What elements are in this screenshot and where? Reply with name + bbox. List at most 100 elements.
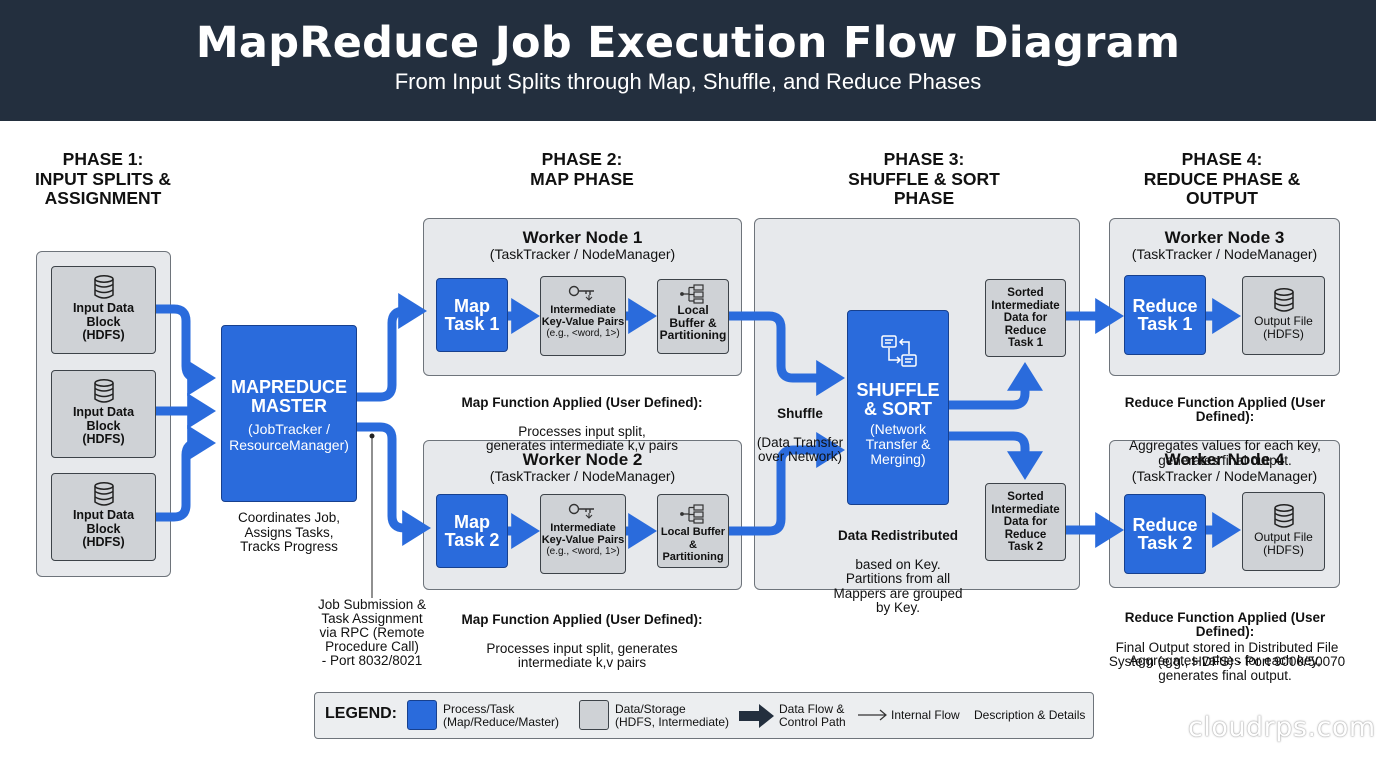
shuffle-sort-title: SHUFFLE & SORT [856,380,940,419]
arrow-shuffle-sorted1 [949,362,1043,410]
reduce-task-2-label: Reduce Task 2 [1132,515,1198,553]
reduce-note-1: Reduce Function Applied (User Defined): … [1100,381,1350,468]
legend-internal-label: Internal Flow [891,708,960,722]
local-buffer-2: Local Buffer & Partitioning [657,494,729,568]
intermediate-kv-1: Intermediate Key-Value Pairs (e.g., <wor… [540,276,626,356]
shuffle-side-label-heading: Shuffle [777,405,823,421]
sorted-data-reduce-2-label: Sorted Intermediate Data for Reduce Task… [991,491,1060,553]
diagram-subtitle: From Input Splits through Map, Shuffle, … [394,69,982,94]
key-icon [568,503,594,519]
watermark: cloudrps.com [1188,712,1376,743]
input-block-3: Input Data Block (HDFS) [51,473,156,561]
final-output-note: Final Output stored in Distributed File … [1108,640,1346,669]
database-icon [1273,288,1294,312]
reduce-task-1-label: Reduce Task 1 [1132,296,1198,334]
worker-node-4-title: Worker Node 4 [1164,450,1285,469]
worker-node-2-title: Worker Node 2 [522,450,643,469]
map-note-1: Map Function Applied (User Defined): Pro… [440,381,724,454]
legend-flow-arrow-icon [739,704,774,728]
shuffle-note-heading: Data Redistributed [837,527,959,543]
master-title: MAPREDUCE MASTER [230,377,347,416]
map-note-1-heading: Map Function Applied (User Defined): [461,394,703,410]
output-file-1-label: Output File (HDFS) [1254,314,1313,341]
database-icon [93,482,114,506]
worker-node-1-subtitle: (TaskTracker / NodeManager) [489,246,676,262]
database-icon [1273,504,1294,528]
map-task-2-label: Map Task 2 [444,512,500,550]
worker-node-2-subtitle: (TaskTracker / NodeManager) [489,468,676,484]
map-note-2: Map Function Applied (User Defined): Pro… [440,598,724,671]
reduce-task-1: Reduce Task 1 [1124,275,1206,355]
master-note: Coordinates Job, Assigns Tasks, Tracks P… [237,510,341,554]
output-file-2: Output File (HDFS) [1242,492,1325,571]
reduce-note-2: Reduce Function Applied (User Defined): … [1100,596,1350,683]
shuffle-side-label: Shuffle (Data Transfer over Network) [756,392,844,465]
legend-flow-label: Data Flow & Control Path [779,702,846,729]
arrow-input1-master [155,304,216,396]
mapreduce-master: MAPREDUCE MASTER (JobTracker / ResourceM… [221,325,357,502]
worker-node-3-title: Worker Node 3 [1164,228,1285,247]
intermediate-kv-1-label: Intermediate Key-Value Pairs [541,304,625,328]
arrow-buf2-shuffle [729,432,845,536]
map-note-1-text: Processes input split, generates interme… [485,423,679,453]
sorted-data-reduce-1: Sorted Intermediate Data for Reduce Task… [985,279,1066,357]
local-buffer-1: Local Buffer & Partitioning [657,279,729,354]
phase-1-heading: PHASE 1: INPUT SPLITS & ASSIGNMENT [34,149,172,208]
legend-title: LEGEND: [325,705,397,722]
legend-data-label: Data/Storage (HDFS, Intermediate) [615,702,730,729]
intermediate-kv-2-label: Intermediate Key-Value Pairs [541,522,625,546]
input-block-1: Input Data Block (HDFS) [51,266,156,354]
partition-icon [680,284,704,304]
reduce-note-2-text: Aggregates values for each key, generate… [1129,653,1321,683]
phase-2-heading: PHASE 2: MAP PHASE [530,149,634,189]
map-task-1-label: Map Task 1 [444,296,500,334]
worker-node-4-subtitle: (TaskTracker / NodeManager) [1131,468,1318,484]
transfer-icon [881,335,917,367]
input-block-2-label: Input Data Block (HDFS) [72,405,135,446]
shuffle-sort-box: SHUFFLE & SORT (Network Transfer & Mergi… [847,310,949,505]
legend: LEGEND: Process/Task (Map/Reduce/Master)… [314,692,1094,739]
intermediate-kv-2-example: (e.g., <word, 1>) [546,546,620,557]
arrow-master-map2 [357,422,431,546]
legend-process-label: Process/Task (Map/Reduce/Master) [443,702,560,729]
map-note-2-text: Processes input split, generates interme… [486,640,678,670]
input-block-3-label: Input Data Block (HDFS) [72,508,135,549]
intermediate-kv-2: Intermediate Key-Value Pairs (e.g., <wor… [540,494,626,574]
local-buffer-1-label: Local Buffer & Partitioning [659,303,727,342]
input-block-1-label: Input Data Block (HDFS) [72,301,135,342]
shuffle-sort-subtitle: (Network Transfer & Merging) [865,421,931,467]
output-file-2-label: Output File (HDFS) [1254,530,1313,557]
worker-node-1-title: Worker Node 1 [522,228,643,247]
partition-icon [680,504,704,524]
header-banner: MapReduce Job Execution Flow Diagram Fro… [0,0,1376,121]
worker-node-3-subtitle: (TaskTracker / NodeManager) [1131,246,1318,262]
arrow-shuffle-sorted2 [949,431,1043,480]
legend-data-swatch [579,700,609,730]
legend-details-label: Description & Details [974,708,1086,722]
map-task-1: Map Task 1 [436,278,508,352]
map-task-2: Map Task 2 [436,494,508,568]
master-subtitle: (JobTracker / ResourceManager) [229,421,349,453]
output-file-1: Output File (HDFS) [1242,276,1325,355]
arrow-master-map1 [357,293,427,402]
phase-3-heading: PHASE 3: SHUFFLE & SORT PHASE [848,149,1000,208]
key-icon [568,285,594,301]
map-note-2-heading: Map Function Applied (User Defined): [461,611,703,627]
database-icon [93,379,114,403]
database-icon [93,275,114,299]
arrow-input3-master [155,425,216,522]
local-buffer-2-label: Local Buffer & Partitioning [660,526,726,563]
intermediate-kv-1-example: (e.g., <word, 1>) [546,328,620,339]
phase-4-heading: PHASE 4: REDUCE PHASE & OUTPUT [1143,149,1301,208]
shuffle-note: Data Redistributed based on Key. Partiti… [828,514,968,616]
sorted-data-reduce-1-label: Sorted Intermediate Data for Reduce Task… [991,287,1060,349]
reduce-note-2-heading: Reduce Function Applied (User Defined): [1124,609,1326,639]
arrow-buf1-shuffle [729,311,845,396]
rpc-note: Job Submission & Task Assignment via RPC… [317,597,427,668]
sorted-data-reduce-2: Sorted Intermediate Data for Reduce Task… [985,483,1066,561]
diagram-title: MapReduce Job Execution Flow Diagram [195,18,1181,68]
reduce-note-1-text: Aggregates values for each key, generate… [1129,438,1321,468]
reduce-note-1-heading: Reduce Function Applied (User Defined): [1124,394,1326,424]
shuffle-side-label-text: (Data Transfer over Network) [756,434,844,464]
